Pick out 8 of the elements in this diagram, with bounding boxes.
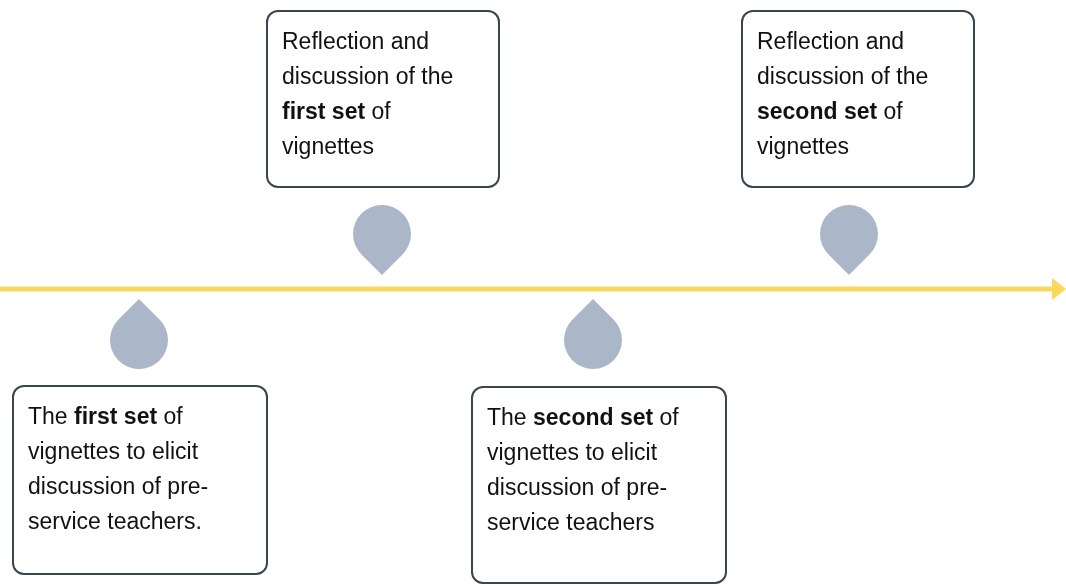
event-text: Reflection and discussion of the second set of vignettes [757,27,930,161]
event-box [12,385,268,575]
event-box [471,386,727,584]
event-text: The first set of vignettes to elicit discussion of pre-service teachers. [28,402,210,536]
event-box [741,10,975,188]
event-text: Reflection and discussion of the first set of vignettes [282,27,455,161]
event-text: The second set of vignettes to elicit discussion of pre-service teachers [487,403,680,537]
event-box [266,10,500,188]
